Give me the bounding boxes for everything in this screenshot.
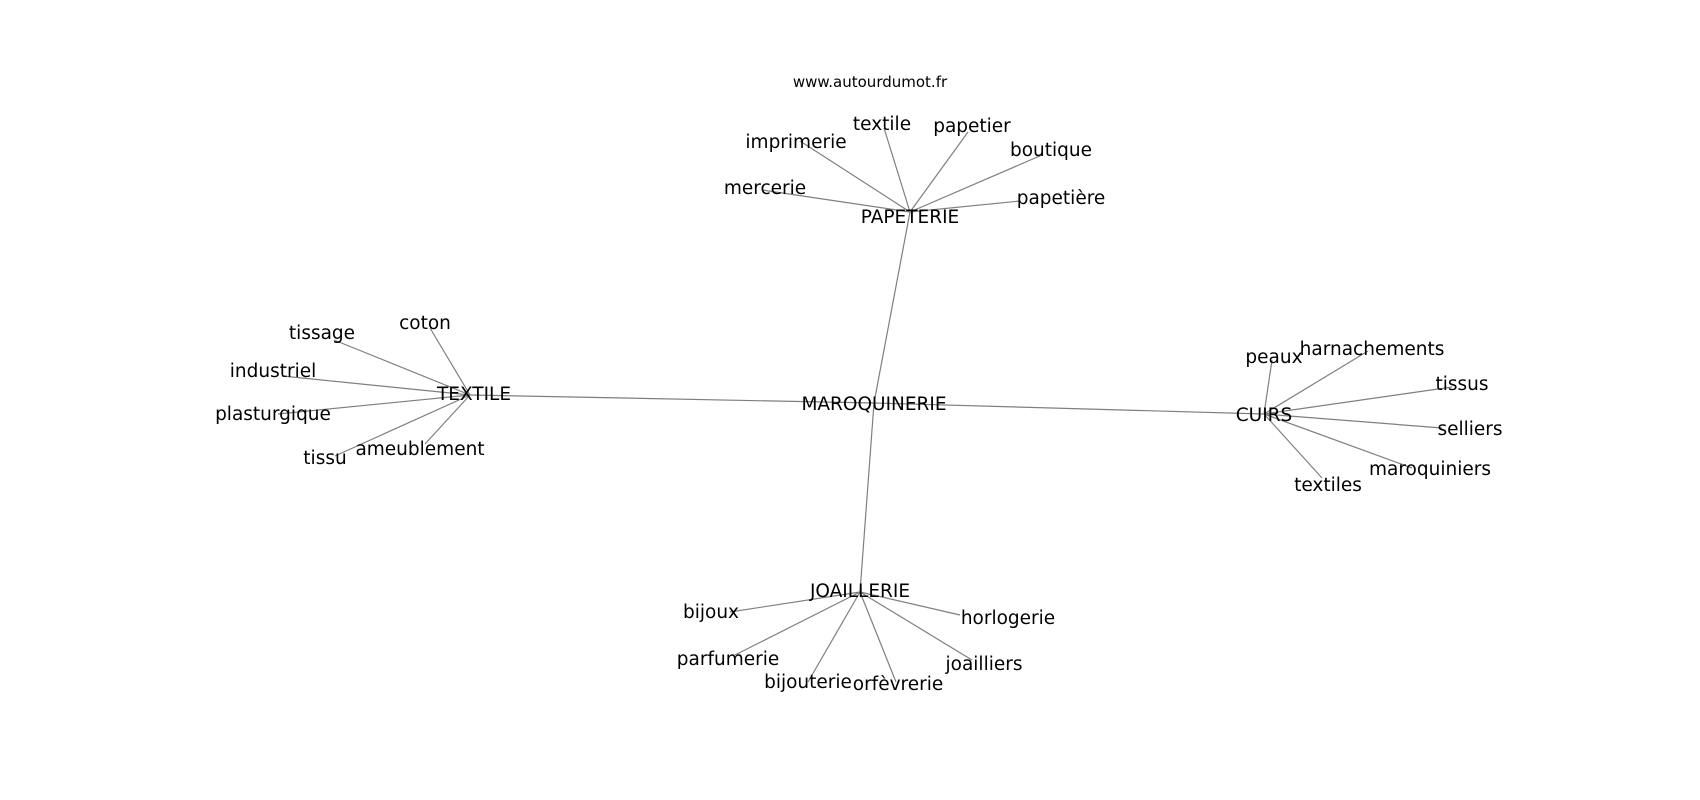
leaf-node: mercerie	[724, 178, 806, 199]
edge-papeterie-leaf	[909, 200, 1021, 213]
leaf-node: ameublement	[355, 439, 484, 460]
center-node: MAROQUINERIE	[801, 394, 946, 415]
edge-textile-leaf	[277, 394, 471, 415]
edge-papeterie-leaf	[761, 189, 911, 213]
leaf-node: tissu	[303, 448, 346, 469]
edge-textile-leaf	[429, 327, 471, 396]
leaf-node: plasturgique	[215, 404, 331, 425]
edge-textile-leaf	[333, 339, 471, 396]
edge-textile-leaf	[281, 375, 471, 396]
edge-cuirs-leaf	[1263, 413, 1323, 479]
hub-node-papeterie: PAPETERIE	[861, 207, 959, 228]
leaf-node: papetière	[1017, 188, 1106, 209]
leaf-node: bijoux	[683, 602, 739, 623]
leaf-node: parfumerie	[677, 649, 779, 670]
leaf-node: maroquiniers	[1369, 459, 1491, 480]
edge-papeterie-leaf	[883, 127, 911, 213]
edge-center-to-joaillerie	[859, 402, 875, 593]
edge-center-to-textile	[469, 394, 875, 404]
leaf-node: tissus	[1435, 374, 1488, 395]
edge-cuirs-leaf	[1263, 359, 1273, 415]
edge-cuirs-leaf	[1263, 350, 1369, 415]
edge-papeterie-leaf	[909, 131, 969, 213]
leaf-node: harnachements	[1300, 339, 1445, 360]
edge-joaillerie-leaf	[859, 591, 961, 616]
hub-node-textile: TEXTILE	[436, 384, 511, 405]
edge-papeterie-leaf	[799, 140, 911, 213]
leaf-node: papetier	[933, 116, 1011, 137]
leaf-node: textiles	[1294, 475, 1362, 496]
edge-center-to-papeterie	[873, 211, 911, 404]
edge-center-to-cuirs	[873, 402, 1265, 415]
leaf-node: imprimerie	[745, 132, 846, 153]
edge-joaillerie-leaf	[859, 591, 897, 683]
leaf-node: boutique	[1010, 140, 1092, 161]
hub-node-joaillerie: JOAILLERIE	[809, 581, 910, 602]
leaf-node: orfèvrerie	[853, 674, 943, 695]
edge-joaillerie-leaf	[807, 591, 861, 683]
leaf-node: peaux	[1245, 347, 1302, 368]
leaf-node: bijouterie	[764, 672, 852, 693]
edge-papeterie-leaf	[909, 154, 1043, 213]
edge-cuirs-leaf	[1263, 413, 1413, 469]
leaf-node: horlogerie	[961, 608, 1055, 629]
edge-textile-leaf	[424, 394, 471, 445]
leaf-node: industriel	[230, 361, 317, 382]
edge-cuirs-leaf	[1263, 386, 1453, 415]
leaf-node: textile	[853, 114, 911, 135]
edge-layer	[277, 127, 1453, 683]
edge-textile-leaf	[334, 394, 471, 457]
leaf-node: coton	[399, 313, 451, 334]
label-layer: www.autourdumot.fr MAROQUINERIE PAPETERI…	[215, 73, 1502, 695]
edge-joaillerie-leaf	[729, 591, 861, 613]
edge-cuirs-leaf	[1263, 413, 1443, 429]
leaf-node: tissage	[289, 323, 355, 344]
leaf-node: selliers	[1437, 419, 1502, 440]
source-caption: www.autourdumot.fr	[793, 73, 948, 91]
leaf-node: joailliers	[945, 654, 1023, 675]
edge-joaillerie-leaf	[734, 591, 861, 656]
edge-joaillerie-leaf	[859, 591, 973, 661]
hub-node-cuirs: CUIRS	[1236, 405, 1293, 426]
